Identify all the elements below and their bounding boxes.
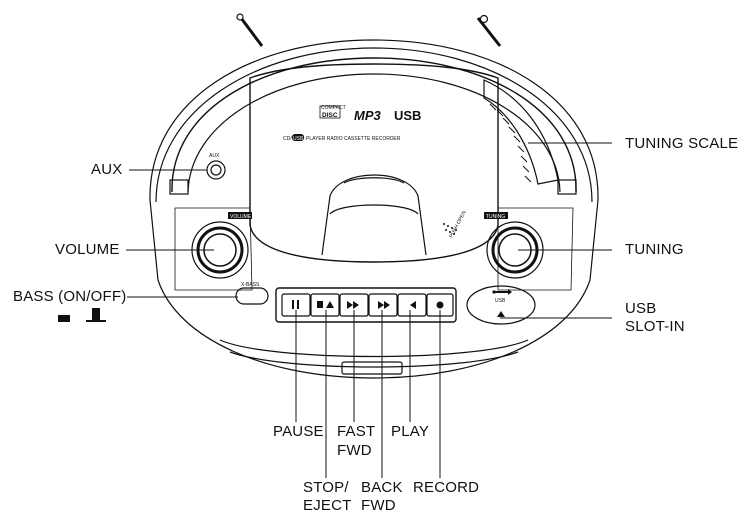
carry-handle xyxy=(171,57,577,193)
callout-pause: PAUSE xyxy=(273,423,324,440)
panel-push-open-label: PUSH OPEN xyxy=(448,210,467,239)
callout-back-line1: BACK xyxy=(361,479,403,496)
pause-icon xyxy=(292,300,299,309)
stop-eject-icon xyxy=(317,301,334,308)
callout-fast-line2: FWD xyxy=(337,442,372,459)
callout-aux: AUX xyxy=(91,161,123,178)
fast-forward-button[interactable] xyxy=(368,293,398,317)
panel-volume-label: VOLUME xyxy=(230,214,252,220)
callout-tuning: TUNING xyxy=(625,241,684,258)
callout-tuning-scale: TUNING SCALE xyxy=(625,135,739,152)
model-description: PLAYER RADIO CASSETTE RECORDER xyxy=(306,136,401,142)
model-usb-badge: USB xyxy=(293,136,304,142)
callout-stop-line1: STOP/ xyxy=(303,479,349,496)
aux-jack[interactable] xyxy=(206,160,226,180)
xbass-button[interactable] xyxy=(235,287,269,305)
compact-disc-logo-top: COMPACT xyxy=(321,105,346,111)
panel-xbass-label: X-BASS xyxy=(241,282,260,288)
play-button[interactable] xyxy=(397,293,427,317)
record-icon xyxy=(436,301,444,309)
compact-disc-logo: DISC xyxy=(322,112,338,119)
panel-aux-label: AUX xyxy=(209,153,220,159)
callout-fast-line1: FAST xyxy=(337,423,376,440)
switch-off-icon xyxy=(58,315,70,322)
leader-lines xyxy=(126,142,612,478)
fast-forward-icon xyxy=(378,301,390,309)
callout-usb-line1: USB xyxy=(625,300,657,317)
play-icon xyxy=(410,301,416,309)
panel-tuning-label: TUNING xyxy=(486,214,505,220)
callout-stop-line2: EJECT xyxy=(303,497,352,514)
stop-eject-button[interactable] xyxy=(310,293,340,317)
body-outline xyxy=(149,39,599,379)
tuning-scale-marks xyxy=(489,103,532,183)
callout-usb-line2: SLOT-IN xyxy=(625,318,685,335)
eject-icon xyxy=(497,311,505,317)
callout-bass: BASS (ON/OFF) xyxy=(13,288,127,305)
callout-play: PLAY xyxy=(391,423,430,440)
model-prefix: CD/ xyxy=(283,136,292,142)
usb-slot[interactable] xyxy=(466,285,536,325)
usb-logo: USB xyxy=(394,108,421,123)
cd-lid xyxy=(249,63,499,263)
rewind-icon xyxy=(347,301,359,309)
panel-usb-label: USB xyxy=(495,298,506,304)
tuning-scale-window xyxy=(483,79,559,185)
callout-record: RECORD xyxy=(413,479,480,496)
usb-icon xyxy=(492,289,512,295)
lid-dots xyxy=(443,223,457,235)
display-window xyxy=(341,361,403,375)
callout-volume: VOLUME xyxy=(55,241,120,258)
antenna xyxy=(236,13,502,47)
callout-back-line2: FWD xyxy=(361,497,396,514)
switch-on-icon xyxy=(92,308,100,322)
mp3-logo: MP3 xyxy=(354,108,382,123)
